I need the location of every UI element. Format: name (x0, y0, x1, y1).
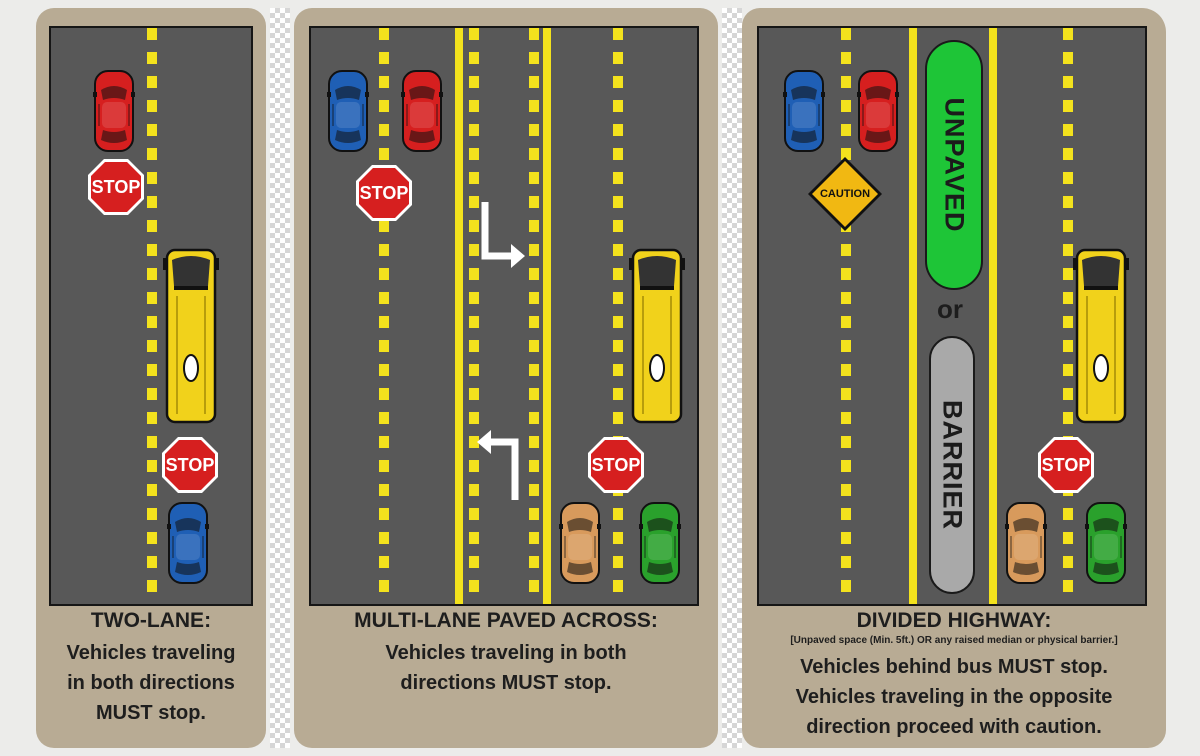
divided-highway-road: CAUTION UNPAVED or BARRIER STOP (757, 26, 1147, 606)
lane-dashed-line (379, 28, 389, 604)
orange-car (1005, 500, 1047, 586)
stop-sign-bottom: STOP (161, 436, 219, 494)
stop-sign: STOP (1037, 436, 1095, 494)
blue-car (783, 68, 825, 154)
green-car (639, 500, 681, 586)
checkered-separator (270, 8, 290, 748)
multi-lane-caption: MULTI-LANE PAVED ACROSS: Vehicles travel… (294, 608, 718, 698)
caution-sign: CAUTION (807, 156, 883, 232)
divided-highway-title: DIVIDED HIGHWAY: (856, 609, 1052, 632)
lane-dashed-line (1063, 28, 1073, 604)
two-lane-panel: STOP STOP TWO-LANE: Vehicles traveling i… (36, 8, 266, 748)
barrier-median: BARRIER (929, 336, 975, 594)
checkered-separator (722, 8, 742, 748)
turn-left-arrow-icon (475, 426, 525, 502)
turn-lane-dashed-line (469, 28, 479, 604)
orange-car (559, 500, 601, 586)
stop-sign-top: STOP (355, 164, 413, 222)
median-or-label: or (937, 294, 963, 324)
turn-lane-solid-line (543, 28, 551, 604)
turn-lane-dashed-line (529, 28, 539, 604)
center-dashed-line (147, 28, 157, 604)
red-car (401, 68, 443, 154)
green-car (1085, 500, 1127, 586)
divided-highway-panel: CAUTION UNPAVED or BARRIER STOP DIVIDED … (742, 8, 1166, 748)
divided-highway-note: [Unpaved space (Min. 5ft.) OR any raised… (790, 635, 1118, 646)
school-bus (163, 246, 219, 426)
red-car (857, 68, 899, 154)
blue-car (167, 500, 209, 586)
turn-right-arrow-icon (477, 200, 527, 272)
turn-lane-solid-line (455, 28, 463, 604)
multi-lane-panel: STOP STOP MULTI-LANE PAVED ACROSS: Vehic… (294, 8, 718, 748)
stop-sign-bottom: STOP (587, 436, 645, 494)
unpaved-median: UNPAVED (925, 40, 983, 290)
lane-dashed-line (613, 28, 623, 604)
divided-highway-caption: DIVIDED HIGHWAY: [Unpaved space (Min. 5f… (742, 608, 1166, 742)
two-lane-title: TWO-LANE: (90, 609, 212, 632)
stop-sign-top: STOP (87, 158, 145, 216)
multi-lane-road: STOP STOP (309, 26, 699, 606)
school-bus (629, 246, 685, 426)
two-lane-road: STOP STOP (49, 26, 253, 606)
median-edge-line (989, 28, 997, 604)
school-bus (1073, 246, 1129, 426)
red-car (93, 68, 135, 154)
multi-lane-title: MULTI-LANE PAVED ACROSS: (354, 609, 658, 632)
lane-dashed-line (841, 28, 851, 604)
median-edge-line (909, 28, 917, 604)
blue-car (327, 68, 369, 154)
two-lane-caption: TWO-LANE: Vehicles traveling in both dir… (36, 608, 266, 728)
